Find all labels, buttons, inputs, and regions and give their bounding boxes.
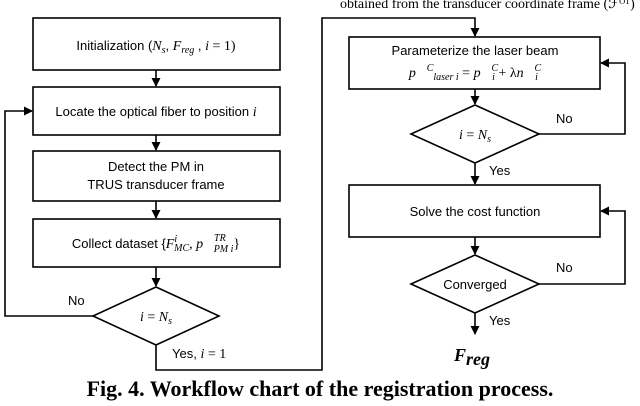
parameterize-label-line1: Parameterize the laser beam: [392, 43, 559, 58]
arrow-not-converged-loop: [539, 206, 626, 285]
parameterize-box: [348, 36, 601, 90]
arrow-no-loop-left: [4, 106, 93, 317]
arrow-yes-to-right: [155, 17, 480, 371]
detect-label-line1: Detect the PM in: [108, 159, 204, 174]
collect-box: [32, 218, 281, 268]
locate-box: [32, 86, 281, 136]
output-freg: Freg: [453, 345, 490, 369]
no-label-converged: No: [556, 260, 573, 275]
init-label: Initialization (Ns, Freg , i = 1): [76, 38, 236, 56]
figure-caption: Fig. 4. Workflow chart of the registrati…: [87, 376, 554, 401]
cost-function-label: Solve the cost function: [410, 204, 541, 219]
detect-label-line2: TRUS transducer frame: [87, 177, 224, 192]
decision-right-label: i = Ns: [459, 128, 491, 145]
top-text-fragment: obtained from the transducer coordinate …: [340, 0, 635, 12]
yes-label-converged: Yes: [489, 313, 511, 328]
init-box: [32, 17, 281, 71]
no-label-right: No: [556, 111, 573, 126]
no-label-left: No: [68, 293, 85, 308]
decision-left-label: i = Ns: [140, 310, 172, 327]
yes-label-right: Yes: [489, 163, 511, 178]
locate-label: Locate the optical fiber to position i: [55, 104, 256, 120]
arrow-no-loop-right: [539, 58, 626, 135]
yes-label-left: Yes, i = 1: [172, 346, 226, 362]
detect-box: [32, 150, 281, 202]
converged-label: Converged: [443, 277, 507, 292]
